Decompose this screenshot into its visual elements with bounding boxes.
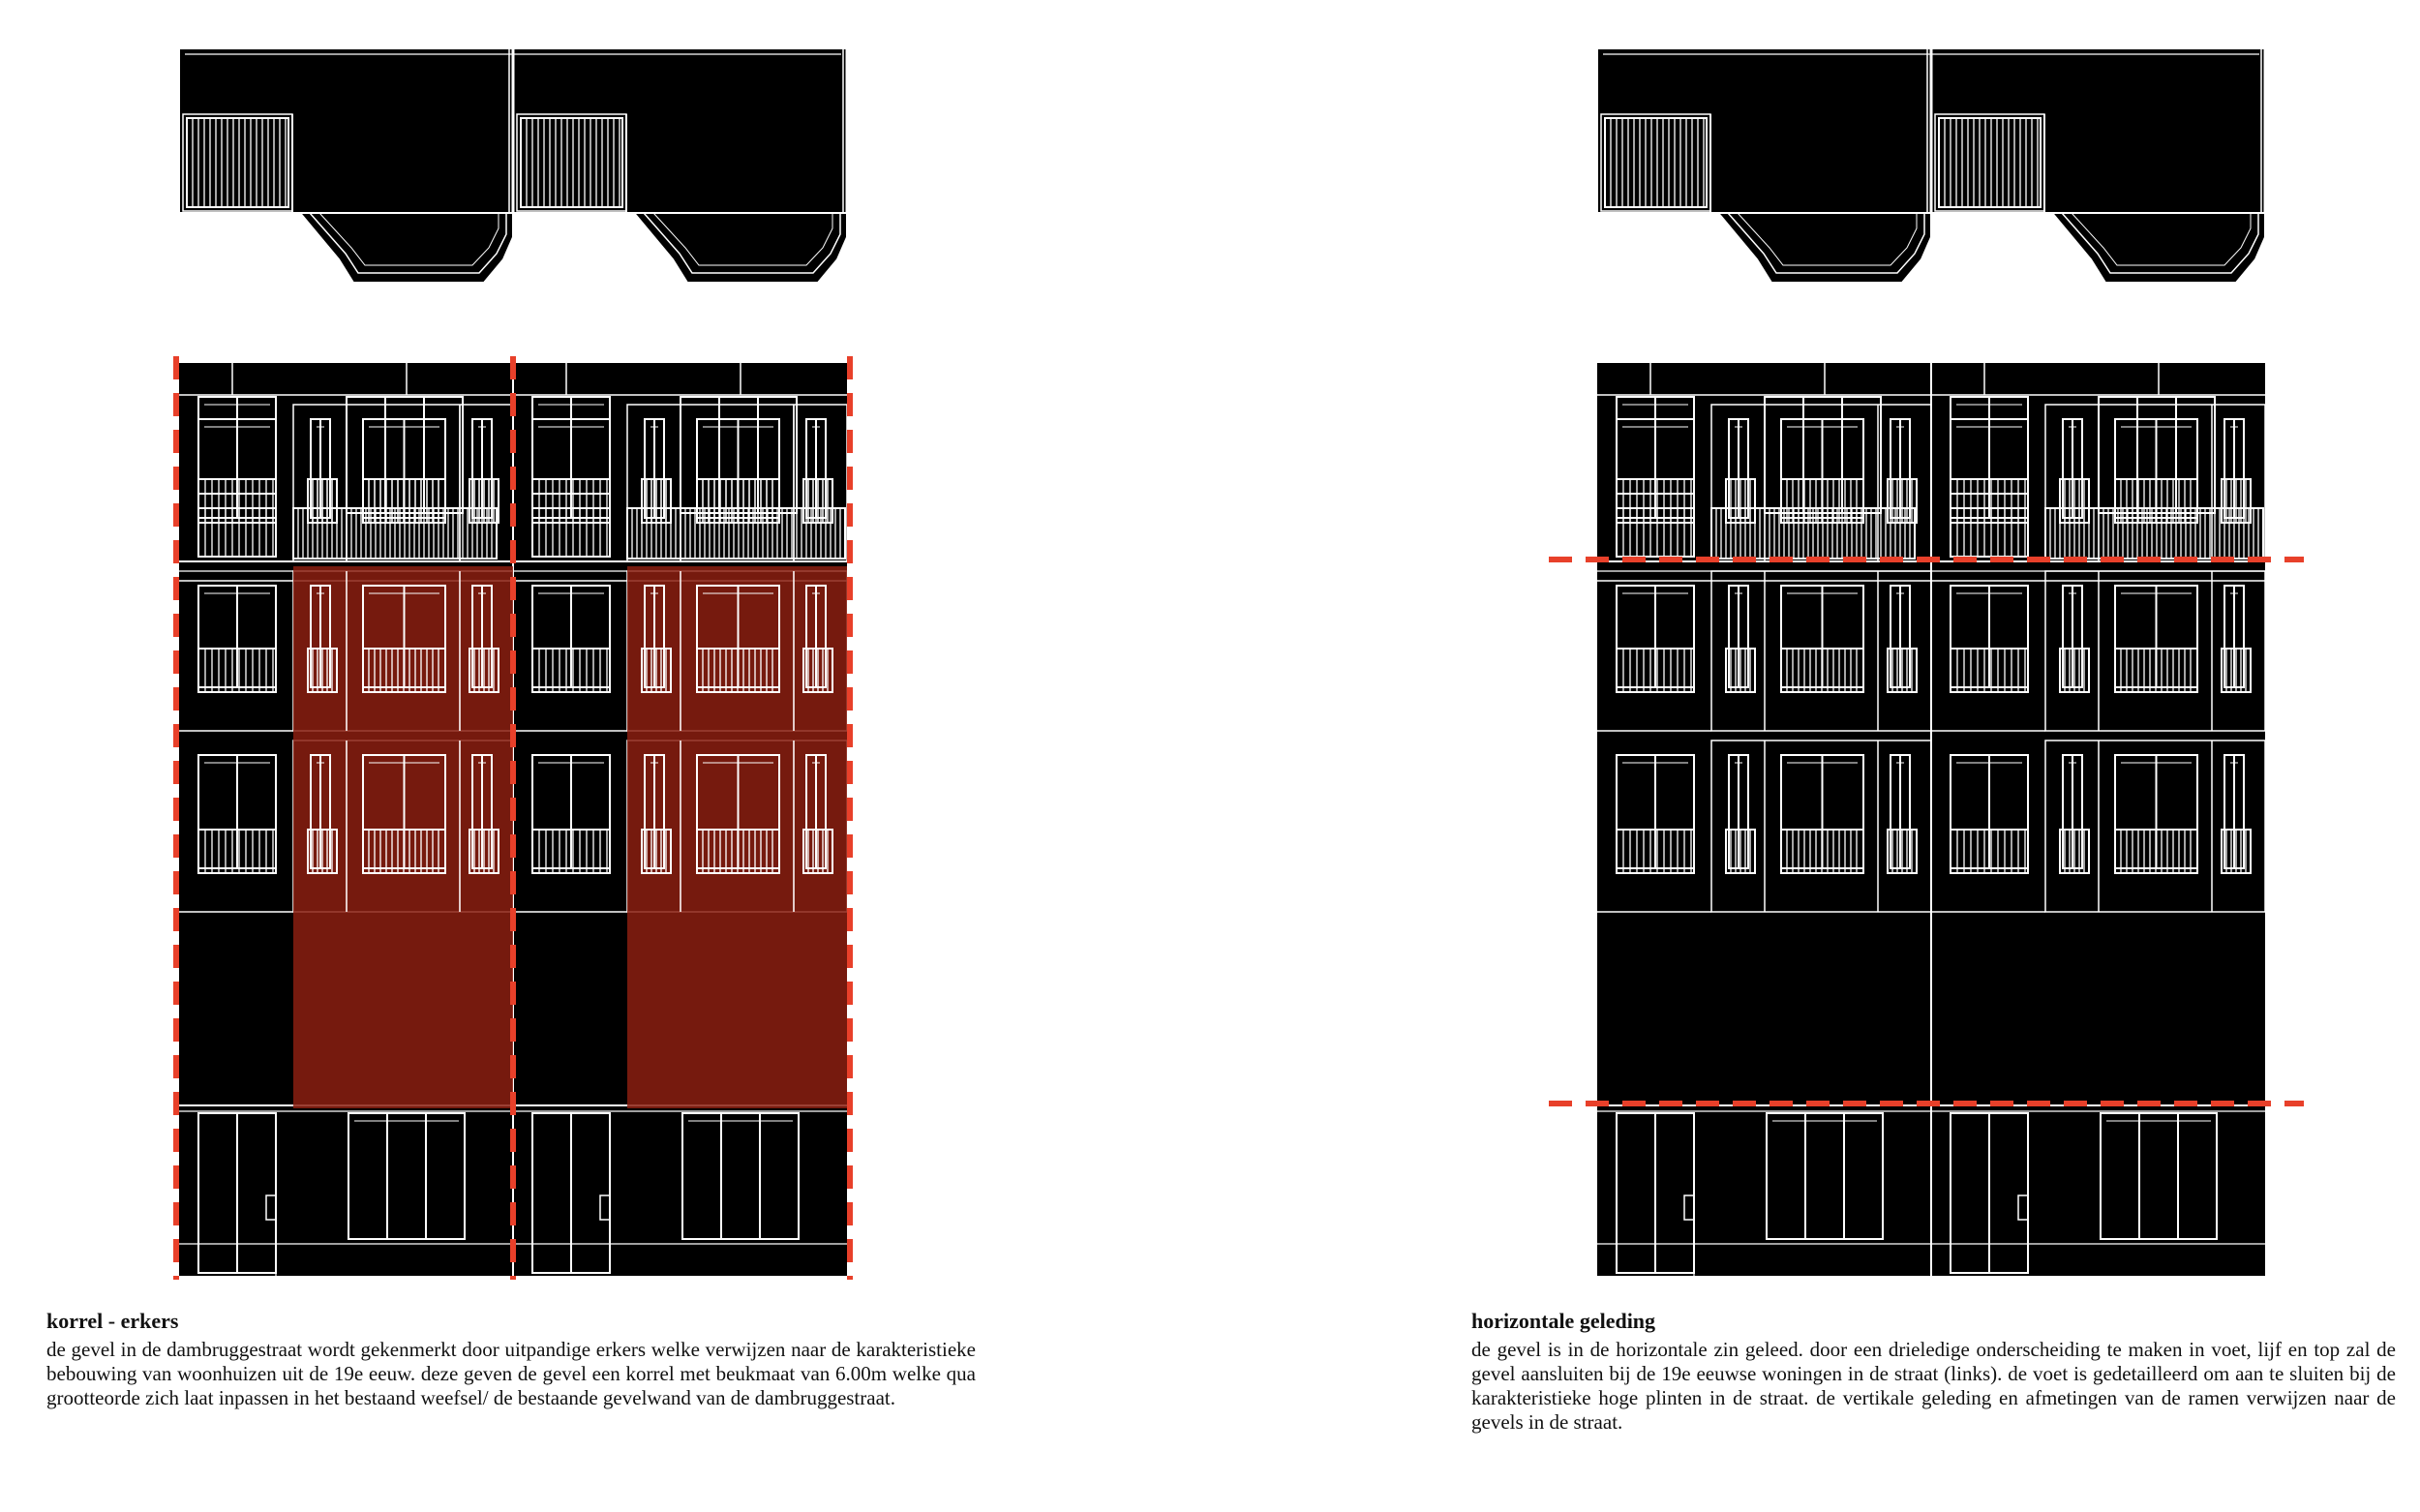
- caption-title: korrel - erkers: [46, 1309, 179, 1333]
- caption-title: horizontale geleding: [1471, 1309, 1656, 1333]
- elevation-right: [1597, 363, 2266, 1276]
- plan-view-left: [178, 47, 849, 284]
- caption-right: horizontale geleding de gevel is in de h…: [1471, 1309, 2396, 1435]
- plan-view-right: [1596, 47, 2267, 284]
- caption-text: de gevel is in de horizontale zin geleed…: [1471, 1338, 2396, 1434]
- caption-left: korrel - erkers de gevel in de dambrugge…: [46, 1309, 976, 1410]
- caption-text: de gevel in de dambruggestraat wordt gek…: [46, 1338, 976, 1409]
